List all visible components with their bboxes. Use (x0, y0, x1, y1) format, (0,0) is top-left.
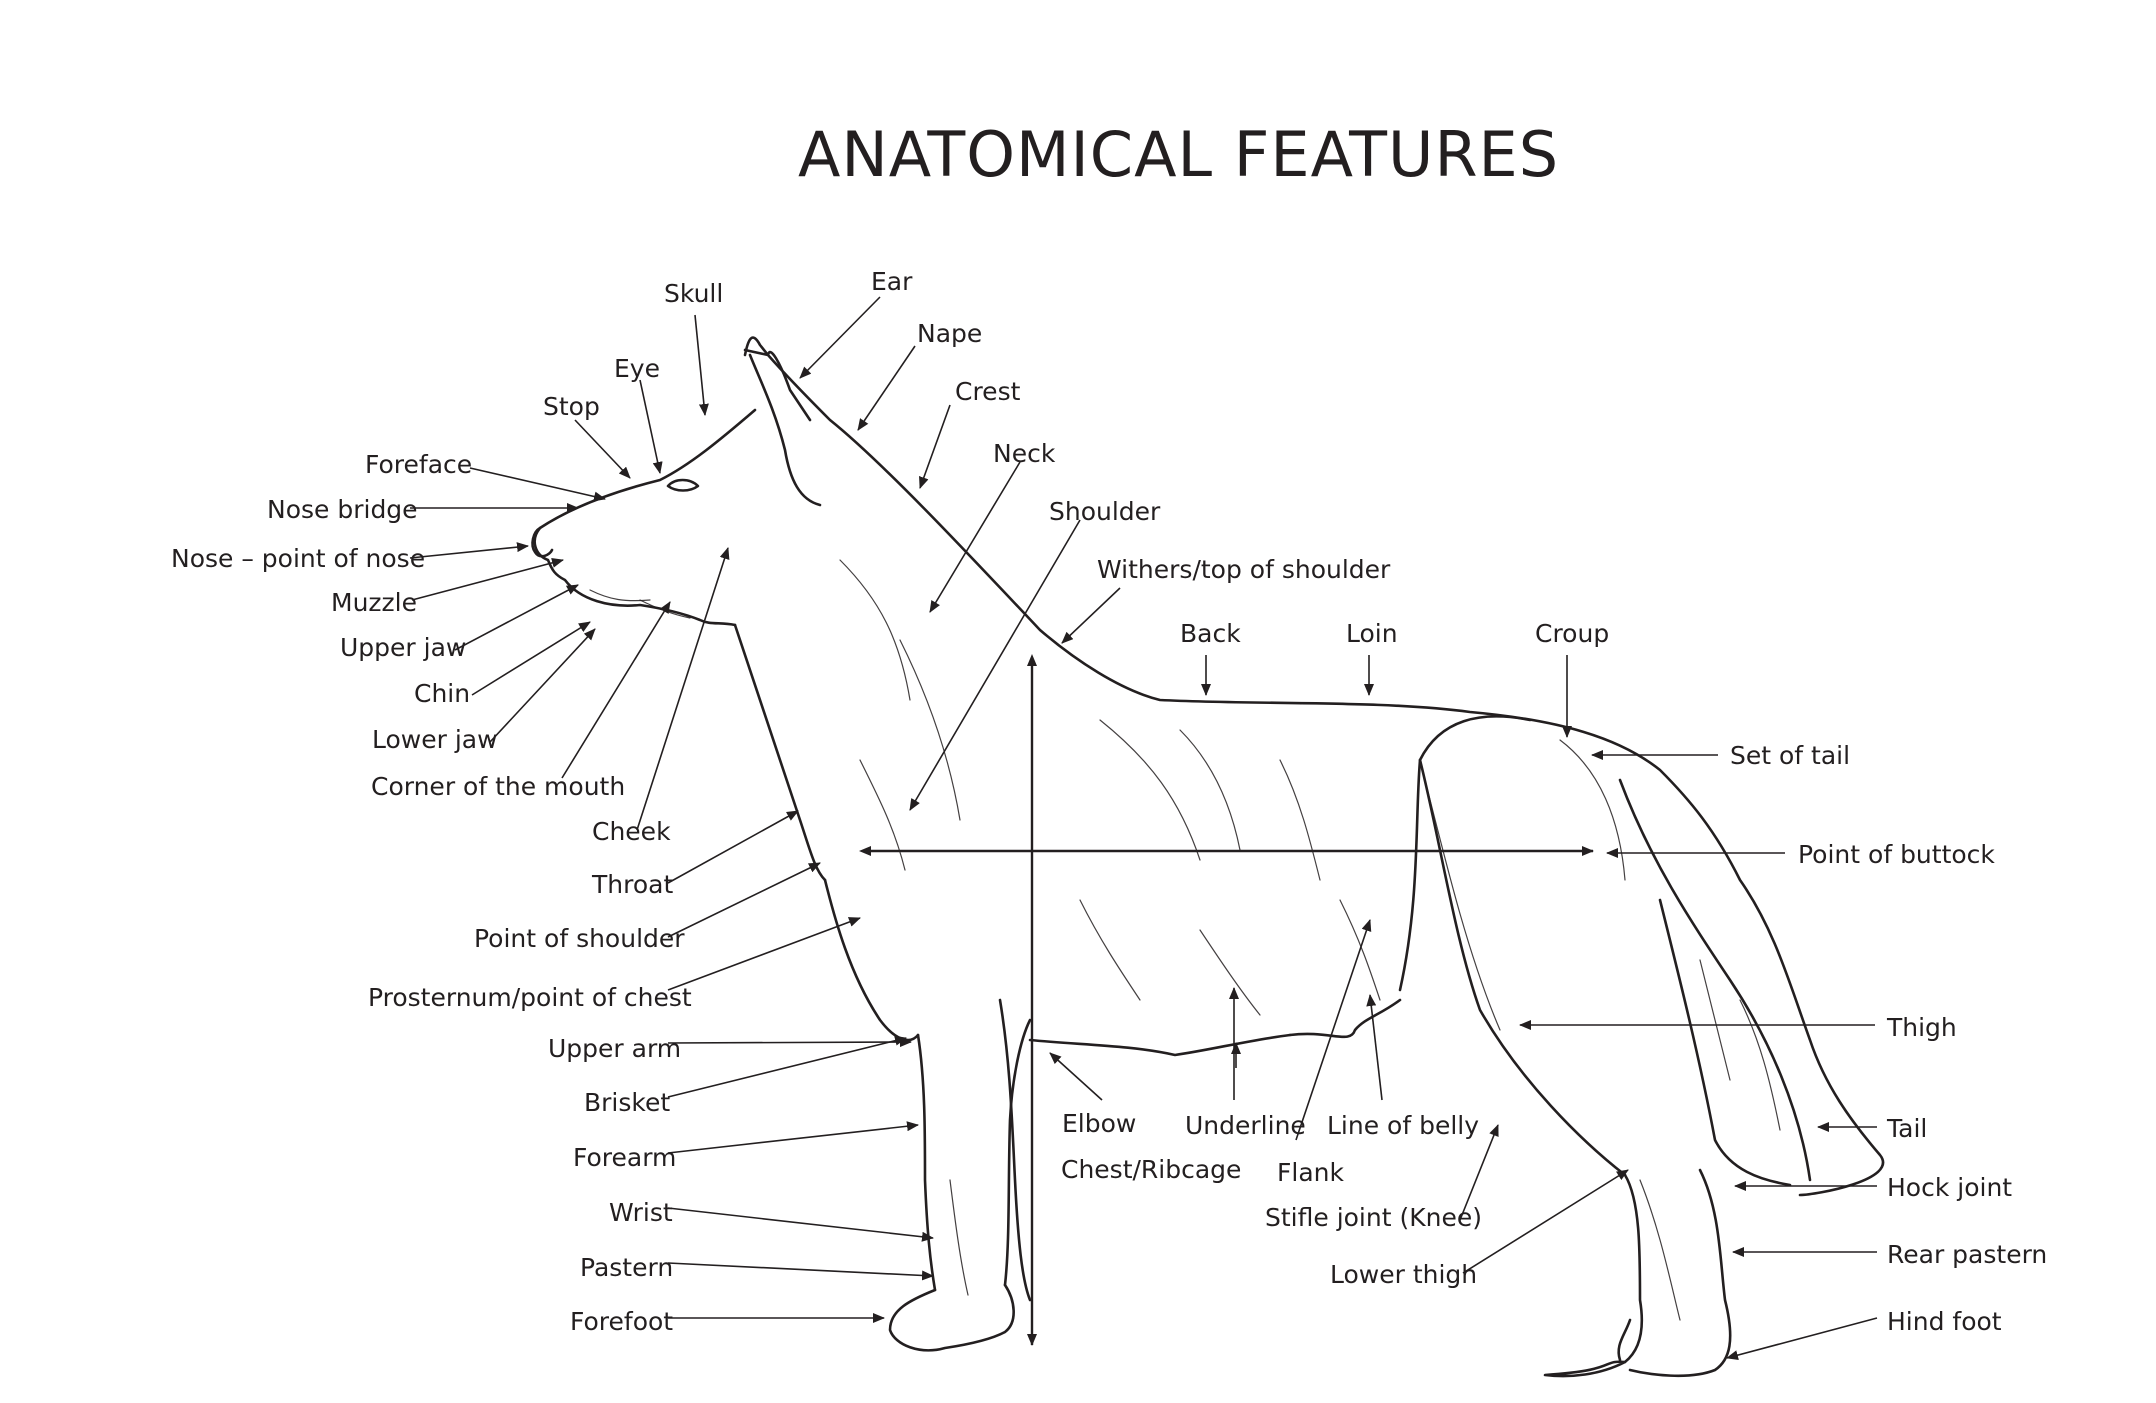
label-nape: Nape (917, 319, 982, 348)
label-chest-ribcage: Chest/Ribcage (1061, 1155, 1241, 1184)
label-throat: Throat (591, 870, 673, 899)
label-loin: Loin (1346, 619, 1398, 648)
label-brisket: Brisket (584, 1088, 670, 1117)
label-stop: Stop (543, 392, 600, 421)
label-foreface: Foreface (365, 450, 472, 479)
label-croup: Croup (1535, 619, 1609, 648)
dog-outline (533, 338, 1884, 1376)
label-hind-foot: Hind foot (1887, 1307, 2002, 1336)
label-underline: Underline (1185, 1111, 1306, 1140)
label-forefoot: Forefoot (570, 1307, 673, 1336)
label-hock-joint: Hock joint (1887, 1173, 2012, 1202)
label-crest: Crest (955, 377, 1021, 406)
label-thigh: Thigh (1886, 1013, 1957, 1042)
label-nose-bridge: Nose bridge (267, 495, 418, 524)
label-tail: Tail (1886, 1114, 1927, 1143)
label-line-belly: Line of belly (1327, 1111, 1479, 1140)
label-rear-pastern: Rear pastern (1887, 1240, 2047, 1269)
labels: Skull Ear Eye Nape Stop Crest Foreface N… (171, 267, 2047, 1336)
label-back: Back (1180, 619, 1241, 648)
label-neck: Neck (993, 439, 1056, 468)
label-muzzle: Muzzle (331, 588, 417, 617)
label-chin: Chin (414, 679, 470, 708)
label-skull: Skull (664, 279, 723, 308)
label-nose: Nose – point of nose (171, 544, 425, 573)
label-forearm: Forearm (573, 1143, 676, 1172)
label-upper-jaw: Upper jaw (340, 633, 466, 662)
label-elbow: Elbow (1062, 1109, 1136, 1138)
label-withers: Withers/top of shoulder (1097, 555, 1391, 584)
label-pastern: Pastern (580, 1253, 673, 1282)
label-upper-arm: Upper arm (548, 1034, 681, 1063)
label-prosternum: Prosternum/point of chest (368, 983, 692, 1012)
label-eye: Eye (614, 354, 660, 383)
label-point-shoulder: Point of shoulder (474, 924, 685, 953)
label-shoulder: Shoulder (1049, 497, 1161, 526)
label-stifle: Stifle joint (Knee) (1265, 1203, 1482, 1232)
label-point-buttock: Point of buttock (1798, 840, 1995, 869)
label-flank: Flank (1277, 1158, 1344, 1187)
label-lower-thigh: Lower thigh (1330, 1260, 1477, 1289)
label-wrist: Wrist (609, 1198, 673, 1227)
label-lower-jaw: Lower jaw (372, 725, 498, 754)
label-cheek: Cheek (592, 817, 671, 846)
label-ear: Ear (871, 267, 913, 296)
label-corner-mouth: Corner of the mouth (371, 772, 625, 801)
label-set-of-tail: Set of tail (1730, 741, 1850, 770)
